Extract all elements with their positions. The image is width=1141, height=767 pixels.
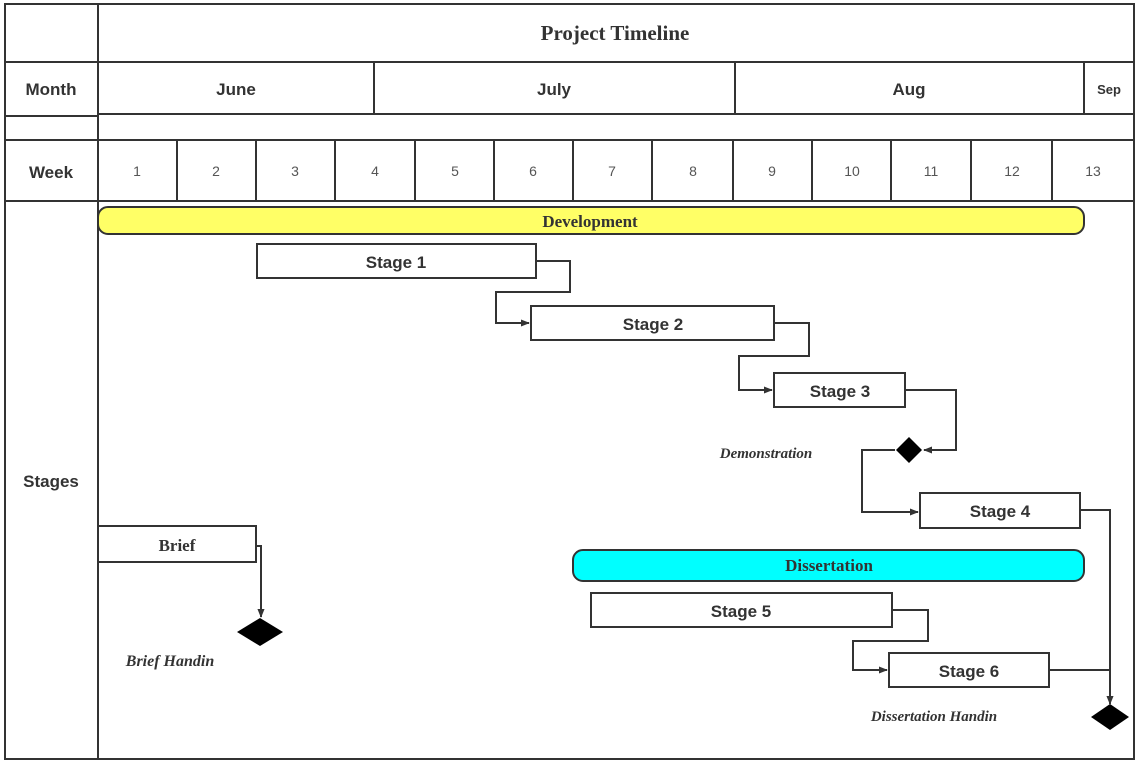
stage-2-box[interactable]: [530, 305, 775, 341]
week-label: 9: [768, 163, 776, 179]
week-label: 5: [451, 163, 459, 179]
connector-stage1-stage2: [495, 260, 571, 327]
stage-6-box[interactable]: [888, 652, 1050, 688]
week-label: 8: [689, 163, 697, 179]
development-bar[interactable]: [97, 206, 1085, 235]
stage-4-label: Stage 4: [970, 502, 1031, 521]
month-label-july: July: [537, 80, 572, 99]
dissertation-bar-label: Dissertation: [785, 556, 873, 575]
brief-handin-label: Brief Handin: [125, 653, 215, 670]
brief-label: Brief: [159, 536, 196, 555]
month-label-sep: Sep: [1097, 82, 1121, 97]
week-label: 10: [844, 163, 860, 179]
stages-row-label: Stages: [23, 472, 79, 491]
brief-box[interactable]: [97, 525, 257, 563]
stage-1-label: Stage 1: [366, 253, 426, 272]
chart-title: Project Timeline: [541, 21, 690, 45]
month-row-label: Month: [26, 80, 77, 99]
demonstration-milestone[interactable]: [896, 437, 922, 463]
connector-stage3-demonstration: [905, 389, 957, 454]
connector-demonstration-stage4: [861, 449, 919, 516]
stage-2-label: Stage 2: [623, 315, 683, 334]
week-label: 4: [371, 163, 379, 179]
week-row-label: Week: [29, 163, 74, 182]
week-label: 7: [608, 163, 616, 179]
stage-3-label: Stage 3: [810, 382, 870, 401]
brief-handin-milestone[interactable]: [237, 618, 283, 646]
week-dividers: [176, 140, 1053, 201]
timeline-frame: [4, 3, 1135, 760]
connector-stage4-handin: [1080, 509, 1114, 705]
month-cell-june: [97, 61, 375, 115]
month-cell-sep: [1083, 61, 1135, 115]
stage-5-label: Stage 5: [711, 602, 771, 621]
stage-6-label: Stage 6: [939, 662, 999, 681]
week-label: 6: [529, 163, 537, 179]
demonstration-label: Demonstration: [719, 446, 813, 462]
connector-stage2-stage3: [738, 322, 810, 394]
month-cell-aug: [734, 61, 1085, 115]
dissertation-handin-label: Dissertation Handin: [870, 709, 997, 725]
week-label: 1: [133, 163, 141, 179]
week-label: 13: [1085, 163, 1101, 179]
connector-stage5-stage6: [852, 609, 929, 674]
month-label-june: June: [216, 80, 256, 99]
development-bar-label: Development: [542, 212, 638, 231]
week-label: 3: [291, 163, 299, 179]
connector-brief-handin: [256, 545, 265, 618]
week-label: 12: [1004, 163, 1020, 179]
dissertation-bar[interactable]: [572, 549, 1085, 582]
dissertation-handin-milestone[interactable]: [1091, 704, 1129, 730]
month-cell-july: [373, 61, 736, 115]
week-label: 2: [212, 163, 220, 179]
month-label-aug: Aug: [892, 80, 925, 99]
stage-4-box[interactable]: [919, 492, 1081, 529]
week-label: 11: [924, 163, 939, 179]
